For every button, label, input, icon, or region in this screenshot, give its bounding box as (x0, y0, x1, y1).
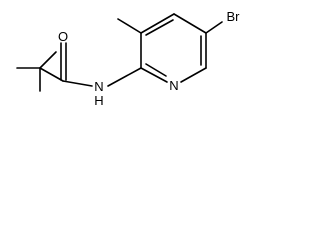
atom-label-ring-nitrogen: N (169, 78, 178, 93)
atom-label-amide-hydrogen: H (94, 93, 103, 108)
atom-label-amide-nitrogen: N (94, 79, 103, 94)
bond-ring-methyl (117, 18, 142, 34)
atom-label-bromine: Br (227, 9, 241, 24)
bond-amide-n-ring (107, 67, 142, 87)
bond-ring-n1-c2 (140, 67, 168, 83)
bond-ring-c6-n1 (180, 67, 207, 83)
bond-ring-c3-c4 (140, 13, 175, 34)
bond-ring-c4-c5 (173, 13, 207, 34)
bond-tbutyl-carbonyl (39, 67, 64, 82)
bond-ring-bromine (205, 21, 223, 34)
atom-label-oxygen: O (58, 29, 68, 44)
bond-ring-inner-c3-c4 (145, 19, 174, 36)
chemical-structure: O N H N Br (16, 9, 241, 108)
bond-ring-inner-c2-n1 (145, 63, 167, 77)
bond-tbutyl-methyl-top (39, 51, 57, 69)
bond-carbonyl-amide-n (62, 80, 93, 87)
